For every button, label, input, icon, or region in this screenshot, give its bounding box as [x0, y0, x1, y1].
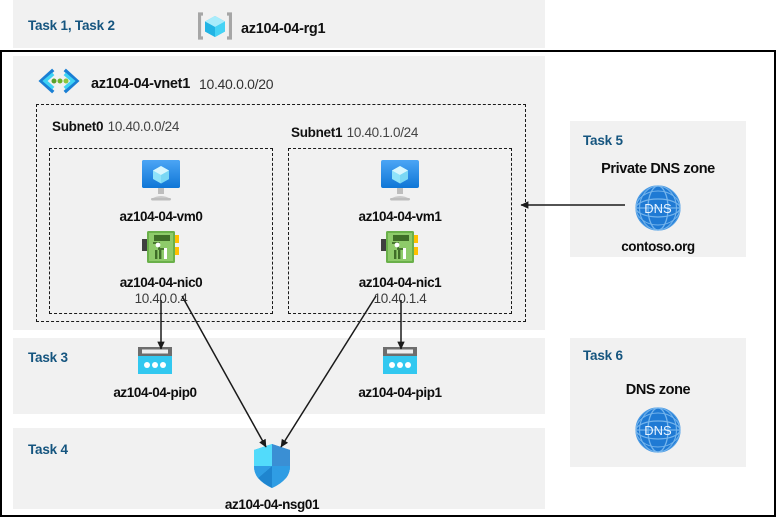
nsg-name: az104-04-nsg01	[224, 497, 320, 512]
dns-zone-heading: DNS zone	[625, 382, 691, 398]
vm0-node[interactable]: az104-04-vm0	[101, 158, 221, 224]
svg-text:DNS: DNS	[644, 201, 672, 216]
vm1-node[interactable]: az104-04-vm1	[340, 158, 460, 224]
public-ip-address-icon	[379, 344, 421, 383]
vnet-address-space: 10.40.0.0/20	[198, 75, 274, 92]
dns-zone-icon: DNS	[634, 184, 682, 237]
nic0-node[interactable]: az104-04-nic0 10.40.0.4	[101, 228, 221, 306]
vnet-name: az104-04-vnet1	[91, 75, 190, 92]
nsg-node[interactable]: az104-04-nsg01	[212, 442, 332, 512]
public-ip-address-icon	[134, 344, 176, 383]
nic0-name: az104-04-nic0	[119, 275, 203, 290]
nic1-node[interactable]: az104-04-nic1 10.40.1.4	[340, 228, 460, 306]
virtual-machine-icon	[377, 158, 423, 207]
resource-group-name: az104-04-rg1	[241, 20, 326, 37]
subnet0-title: Subnet0 10.40.0.0/24	[52, 118, 179, 136]
vnet-panel	[13, 56, 545, 330]
subnet0-cidr: 10.40.0.0/24	[107, 119, 180, 134]
diagram-outer-border	[0, 50, 776, 517]
dns-zone-node[interactable]: DNS	[598, 406, 718, 459]
subnet1-border	[288, 148, 512, 314]
vm0-name: az104-04-vm0	[119, 209, 203, 224]
private-dns-zone-name: contoso.org	[621, 239, 695, 254]
task-5-label: Task 5	[583, 133, 623, 148]
pip1-name: az104-04-pip1	[358, 385, 442, 400]
nic0-ip: 10.40.0.4	[134, 291, 188, 306]
nic1-name: az104-04-nic1	[358, 275, 442, 290]
vm1-name: az104-04-vm1	[358, 209, 442, 224]
dns-zone-icon: DNS	[634, 406, 682, 459]
subnet0-name: Subnet0	[52, 119, 104, 134]
resource-group-panel	[13, 0, 545, 48]
task-6-label: Task 6	[583, 348, 623, 363]
svg-text:DNS: DNS	[644, 423, 672, 438]
task-3-label: Task 3	[28, 350, 68, 365]
resource-group-title: az104-04-rg1	[197, 11, 326, 46]
nic1-ip: 10.40.1.4	[373, 291, 427, 306]
task-3-panel	[13, 338, 545, 414]
subnet1-cidr: 10.40.1.0/24	[346, 125, 419, 140]
pip0-name: az104-04-pip0	[113, 385, 197, 400]
task-1-2-label: Task 1, Task 2	[28, 18, 115, 33]
subnet1-title: Subnet1 10.40.1.0/24	[291, 124, 418, 142]
pip0-node[interactable]: az104-04-pip0	[95, 344, 215, 400]
virtual-machine-icon	[138, 158, 184, 207]
network-security-group-icon	[250, 442, 294, 495]
private-dns-zone-node[interactable]: DNS contoso.org	[598, 184, 718, 254]
resource-group-icon	[197, 11, 233, 46]
network-interface-icon	[378, 228, 422, 273]
vnet-title: az104-04-vnet1 10.40.0.0/20	[36, 68, 274, 99]
private-dns-zone-heading: Private DNS zone	[601, 161, 715, 177]
pip1-node[interactable]: az104-04-pip1	[340, 344, 460, 400]
network-interface-icon	[139, 228, 183, 273]
subnet1-name: Subnet1	[291, 125, 343, 140]
virtual-network-icon	[36, 68, 82, 99]
task-4-label: Task 4	[28, 442, 68, 457]
